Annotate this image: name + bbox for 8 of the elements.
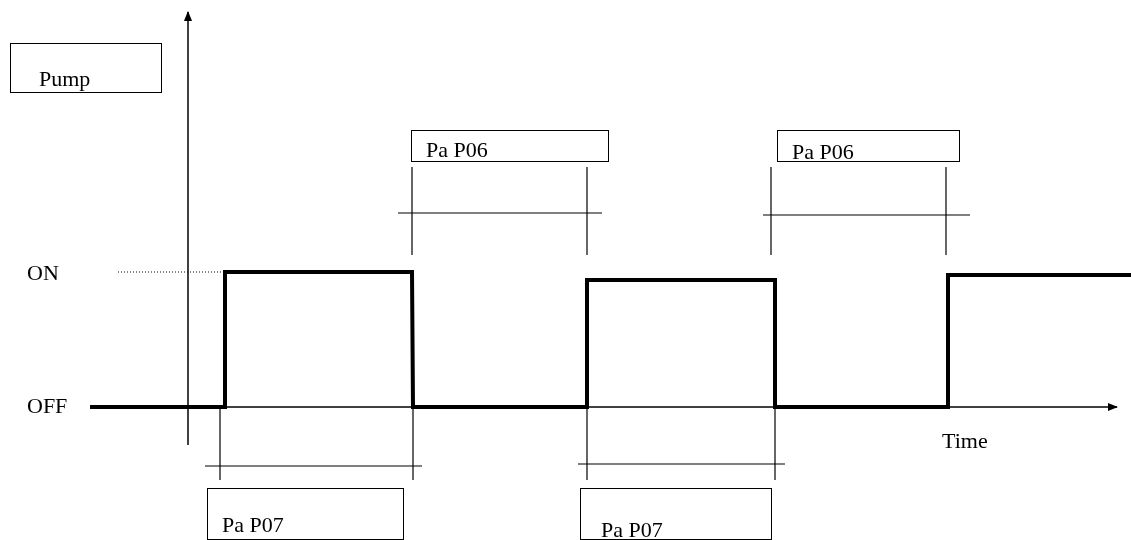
parameter-box: Pa P06 xyxy=(411,130,609,162)
parameter-box: Pa P06 xyxy=(777,130,960,162)
parameter-box: Pa P07 xyxy=(207,488,404,540)
axis-label: Time xyxy=(942,430,988,452)
parameter-box: Pa P07 xyxy=(580,488,772,540)
axis-label: ON xyxy=(27,262,59,284)
axis-label: OFF xyxy=(27,395,68,417)
signal-name-box: Pump xyxy=(10,43,162,93)
